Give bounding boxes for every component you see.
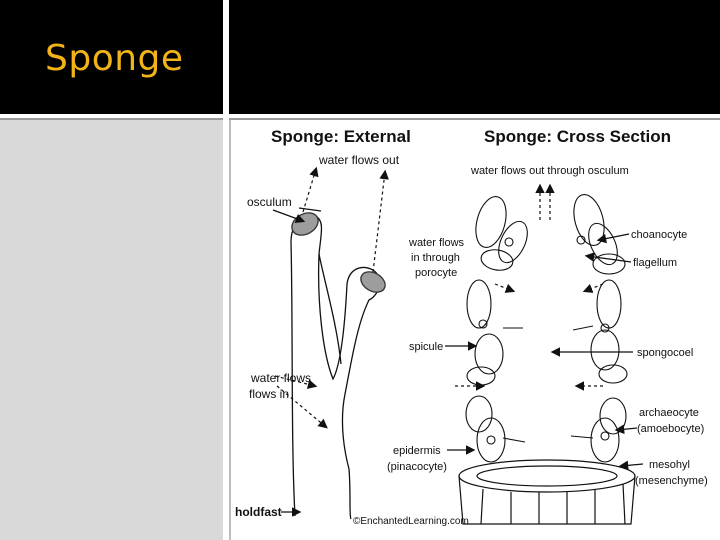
choanocyte-pointer — [596, 233, 630, 244]
title-stripe — [0, 114, 720, 118]
label-spicule: spicule — [409, 341, 443, 353]
flagellum-pointer — [584, 252, 632, 263]
archaeocyte-pointer — [614, 424, 638, 435]
cross-section-title: Sponge: Cross Section — [484, 127, 671, 146]
label-mesenchyme: (mesenchyme) — [635, 475, 708, 487]
label-flows-in: flows in — [249, 387, 289, 401]
label-water-flows: water flows — [408, 237, 465, 249]
left-wall — [465, 196, 528, 463]
label-spongocoel: spongocoel — [637, 347, 693, 359]
mesohyl-pointer — [618, 460, 644, 471]
external-flow-arrows — [274, 166, 389, 429]
label-water-flows-out: water flows out — [318, 153, 400, 167]
label-archaeocyte: archaeocyte — [639, 407, 699, 419]
osculum-arrows — [535, 183, 555, 220]
title-bar — [0, 0, 223, 114]
sponge-body — [290, 212, 386, 520]
sponge-diagram: Sponge: External water flows out osculum… — [233, 124, 708, 528]
label-flows-out-osculum: water flows out through osculum — [470, 165, 629, 177]
label-mesohyl: mesohyl — [649, 459, 690, 471]
content-edge — [229, 120, 231, 540]
label-flagellum: flagellum — [633, 257, 677, 269]
sponge-diagram-svg: Sponge: External water flows out osculum… — [235, 127, 708, 527]
sponge-base — [458, 459, 636, 525]
inflow-arrows — [455, 283, 604, 391]
title-bar-right — [229, 0, 720, 114]
title-stripe-shadow — [0, 118, 720, 120]
label-amoebocyte: (amoebocyte) — [637, 423, 704, 435]
label-holdfast: holdfast — [235, 505, 282, 519]
label-choanocyte: choanocyte — [631, 229, 687, 241]
right-wall — [570, 194, 628, 463]
slide-title: Sponge — [45, 38, 184, 79]
label-epidermis: epidermis — [393, 445, 441, 457]
label-pinacocyte: (pinacocyte) — [387, 461, 447, 473]
label-water: water flows — [250, 371, 311, 385]
label-osculum: osculum — [247, 195, 292, 209]
sidebar-panel — [0, 120, 223, 540]
label-porocyte: porocyte — [415, 267, 457, 279]
label-in-through: in through — [411, 252, 460, 264]
credit-text: ©EnchantedLearning.com — [353, 516, 469, 527]
vertical-divider — [223, 0, 229, 540]
osculum-pointer — [272, 209, 306, 224]
external-title: Sponge: External — [271, 127, 411, 146]
